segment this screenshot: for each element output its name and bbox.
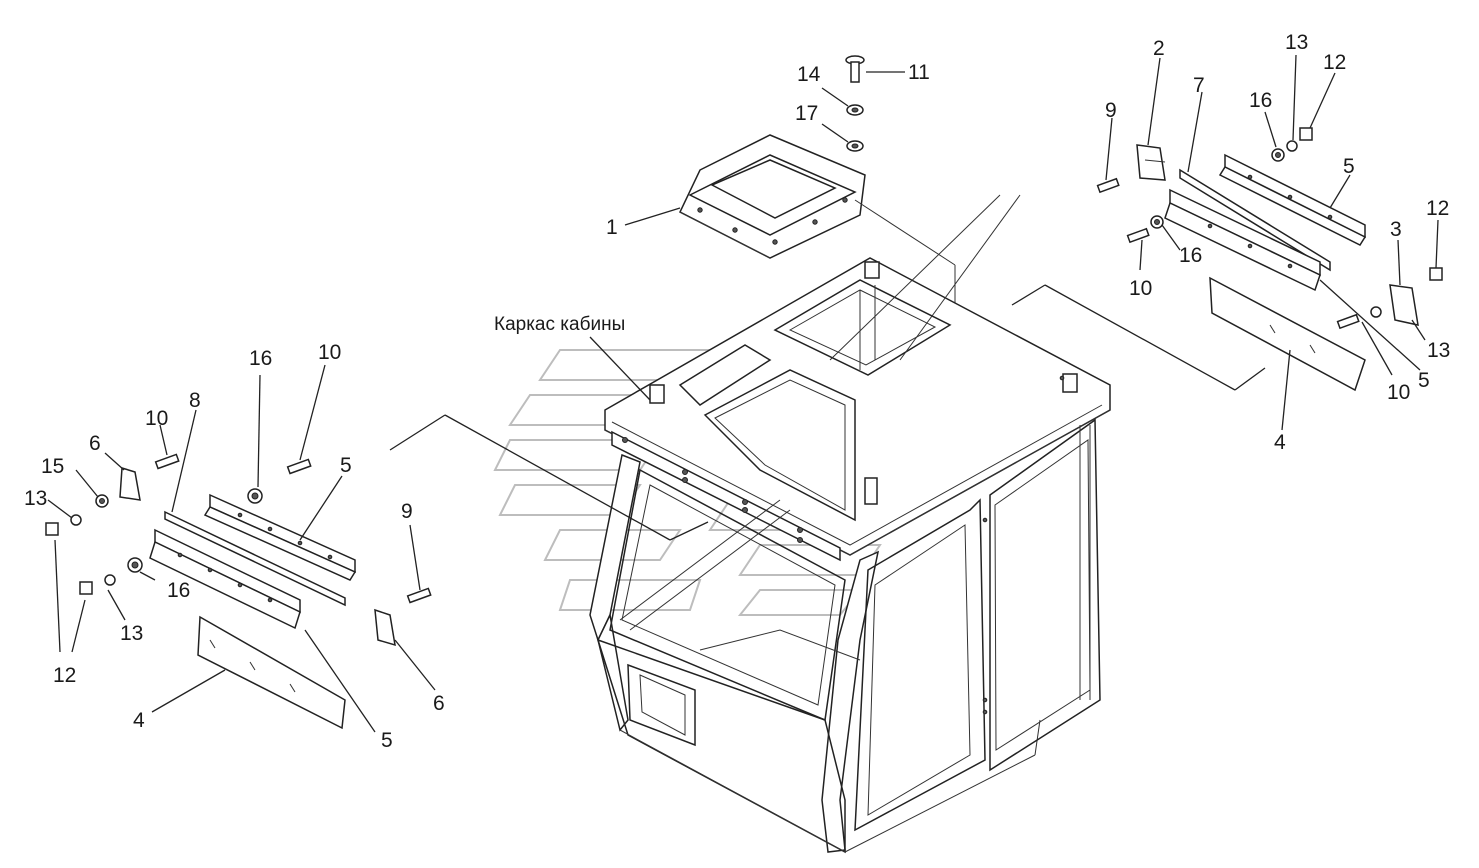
callout-13-left-bottom: 13	[120, 622, 144, 645]
callout-8: 8	[189, 389, 201, 412]
callout-10-left-top: 10	[318, 341, 342, 364]
callout-10-right-bottom: 10	[1387, 381, 1411, 404]
frame-caption: Каркас кабины	[494, 314, 626, 335]
callout-10-right-top: 10	[1129, 277, 1153, 300]
callout-2: 2	[1153, 37, 1165, 60]
callout-9-left: 9	[401, 500, 413, 523]
top-bolt-part	[845, 55, 865, 152]
callout-7: 7	[1193, 74, 1205, 97]
right-side-parts	[1096, 127, 1443, 392]
callout-9-right: 9	[1105, 99, 1117, 122]
callout-4-right: 4	[1274, 431, 1286, 454]
callout-11: 11	[908, 61, 930, 84]
callout-10-left: 10	[145, 407, 169, 430]
callout-13-right-bottom: 13	[1427, 339, 1451, 362]
callout-13-right-top: 13	[1285, 31, 1309, 54]
callout-16-left-bottom: 16	[167, 579, 191, 602]
roof-hatch-part	[679, 134, 866, 259]
callout-4-left: 4	[133, 709, 145, 732]
callout-16-right-bottom: 16	[1179, 244, 1203, 267]
callout-16-right-top: 16	[1249, 89, 1273, 112]
callout-13-left-top: 13	[24, 487, 48, 510]
callout-3: 3	[1390, 218, 1402, 241]
callout-5-right-bottom: 5	[1418, 369, 1430, 392]
cabin-frame	[589, 257, 1111, 854]
callout-17: 17	[795, 102, 819, 125]
callout-5-left-bottom: 5	[381, 729, 393, 752]
callout-16-left-top: 16	[249, 347, 273, 370]
callout-6-bottom: 6	[433, 692, 445, 715]
callout-6-top: 6	[89, 432, 101, 455]
callout-12-left: 12	[53, 664, 77, 687]
callout-5-right-top: 5	[1343, 155, 1355, 178]
left-side-parts	[45, 453, 432, 730]
callout-5-left-top: 5	[340, 454, 352, 477]
callout-15: 15	[41, 455, 65, 478]
callout-14: 14	[797, 63, 821, 86]
callout-12-right: 12	[1426, 197, 1450, 220]
callout-12-right-top: 12	[1323, 51, 1347, 74]
callout-1: 1	[606, 216, 618, 239]
